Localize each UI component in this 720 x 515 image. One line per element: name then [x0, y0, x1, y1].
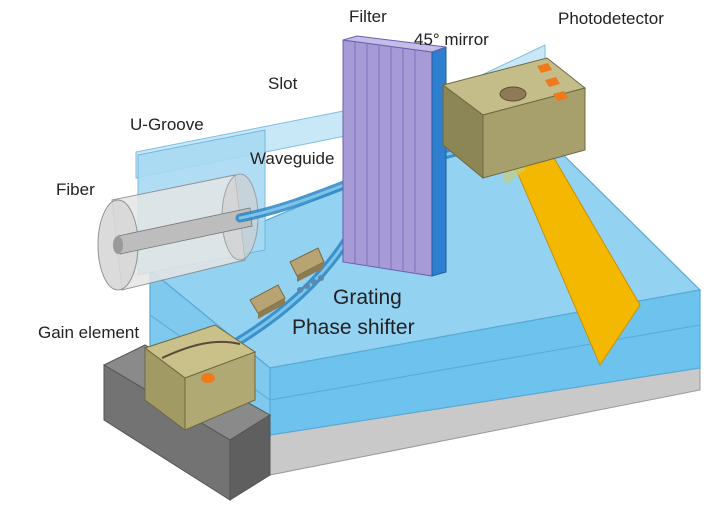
label-photodetector: Photodetector [558, 9, 664, 28]
label-grating: Grating [333, 286, 402, 309]
fiber [97, 173, 259, 291]
label-phase-shifter: Phase shifter [292, 316, 415, 339]
label-slot: Slot [268, 74, 298, 93]
phase-shifter [249, 284, 286, 319]
label-gain-element: Gain element [38, 323, 140, 342]
photodetector [441, 57, 587, 180]
gain-element [102, 324, 271, 501]
filter [342, 35, 447, 277]
label-u-groove: U-Groove [130, 115, 204, 134]
label-filter: Filter [349, 7, 387, 26]
label-waveguide: Waveguide [250, 149, 335, 168]
label-fiber: Fiber [56, 180, 95, 199]
label-45-mirror: 45° mirror [414, 30, 489, 49]
grating [289, 247, 325, 293]
